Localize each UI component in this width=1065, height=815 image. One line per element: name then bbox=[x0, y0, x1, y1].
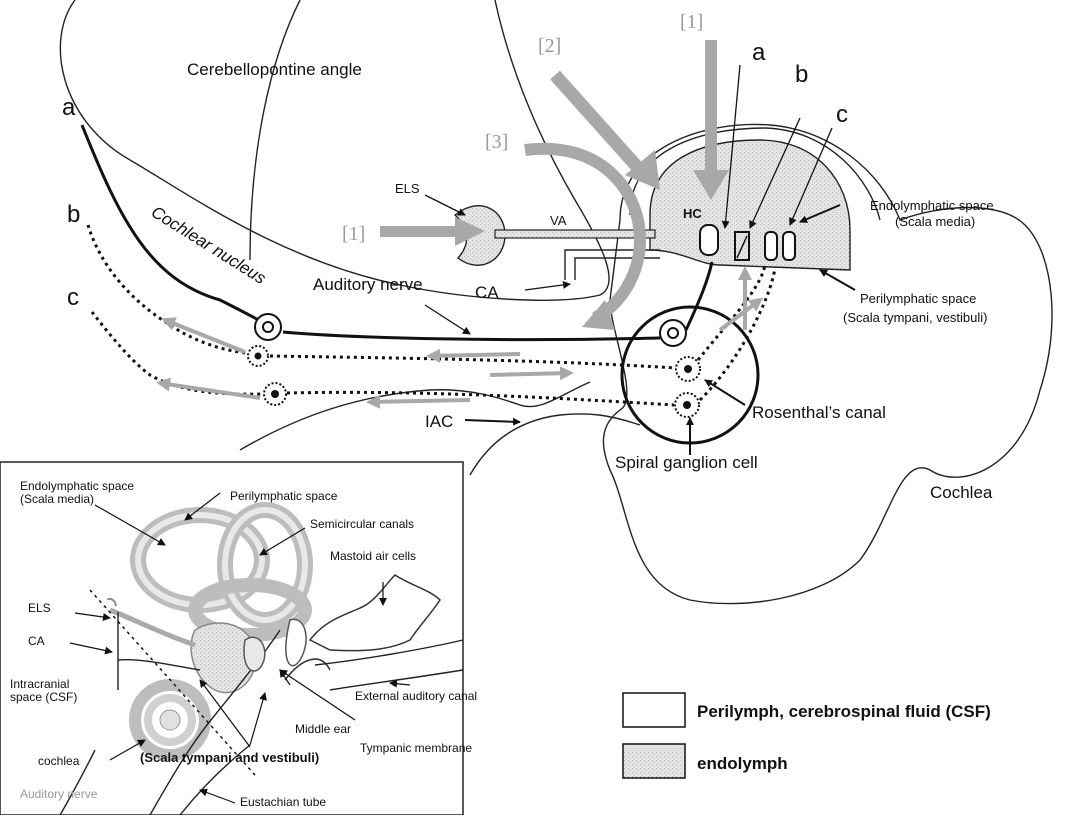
legend-label-perilymph: Perilymph, cerebrospinal fluid (CSF) bbox=[697, 702, 991, 721]
inset-perilymphatic-label: Perilymphatic space bbox=[230, 489, 338, 503]
inset-endolymphatic-label: Endolymphatic space bbox=[20, 479, 134, 493]
inset-eustachian-label: Eustachian tube bbox=[240, 795, 326, 809]
legend: Perilymph, cerebrospinal fluid (CSF) end… bbox=[623, 693, 991, 778]
legend-label-endolymph: endolymph bbox=[697, 754, 788, 773]
rosenthals-canal-label: Rosenthal’s canal bbox=[752, 403, 886, 422]
inset-intracranial-sublabel: space (CSF) bbox=[10, 690, 77, 704]
inset-cochlea-label: cochlea bbox=[38, 754, 80, 768]
endolymphatic-space-sublabel: (Scala media) bbox=[895, 214, 975, 229]
pathway-letter-b-left: b bbox=[67, 201, 80, 228]
inset-tympanic-label: Tympanic membrane bbox=[360, 741, 472, 755]
route-3-label: [3] bbox=[485, 131, 508, 153]
inset-intracranial-label: Intracranial bbox=[10, 677, 69, 691]
inset-ca-label: CA bbox=[28, 634, 45, 648]
inset-middle-ear-label: Middle ear bbox=[295, 722, 351, 736]
pathway-letter-c-top: c bbox=[836, 101, 848, 128]
pathway-letter-c-left: c bbox=[67, 284, 79, 311]
perilymphatic-space-label: Perilymphatic space bbox=[860, 291, 976, 306]
spiral-ganglion-label: Spiral ganglion cell bbox=[615, 453, 758, 472]
inset-scala-label: (Scala tympani and vestibuli) bbox=[140, 750, 319, 765]
va-label: VA bbox=[550, 213, 567, 228]
inset-cochlea bbox=[135, 685, 205, 755]
pathway-letter-b-top: b bbox=[795, 61, 808, 88]
inset-els-label: ELS bbox=[28, 601, 51, 615]
inset-endolymphatic-sublabel: (Scala media) bbox=[20, 492, 94, 506]
inset-mastoid-label: Mastoid air cells bbox=[330, 549, 416, 563]
legend-swatch-endolymph bbox=[623, 744, 685, 778]
ca-duct bbox=[575, 258, 660, 280]
auditory-nerve-label: Auditory nerve bbox=[313, 275, 423, 294]
route-1-top-label: [1] bbox=[680, 11, 703, 33]
legend-swatch-perilymph bbox=[623, 693, 685, 727]
cochlea-label: Cochlea bbox=[930, 483, 993, 502]
cerebellopontine-label: Cerebellopontine angle bbox=[187, 60, 362, 79]
pathway-letter-a-left: a bbox=[62, 94, 76, 121]
inset-external-canal-label: External auditory canal bbox=[355, 689, 477, 703]
inset-auditory-nerve-label: Auditory nerve bbox=[20, 787, 98, 801]
route-2-label: [2] bbox=[538, 35, 561, 57]
perilymphatic-space-sublabel: (Scala tympani, vestibuli) bbox=[843, 310, 988, 325]
inset-semicircular-label: Semicircular canals bbox=[310, 517, 414, 531]
pathway-letter-a-top: a bbox=[752, 39, 766, 66]
els-label: ELS bbox=[395, 181, 420, 196]
va-duct bbox=[495, 230, 655, 238]
hc-label: HC bbox=[683, 206, 702, 221]
iac-label: IAC bbox=[425, 412, 453, 431]
ca-label: CA bbox=[475, 283, 499, 302]
route-1-left-label: [1] bbox=[342, 223, 365, 245]
endolymphatic-space-label: Endolymphatic space bbox=[870, 198, 994, 213]
inset-panel: Endolymphatic space (Scala media) Perily… bbox=[0, 462, 477, 815]
